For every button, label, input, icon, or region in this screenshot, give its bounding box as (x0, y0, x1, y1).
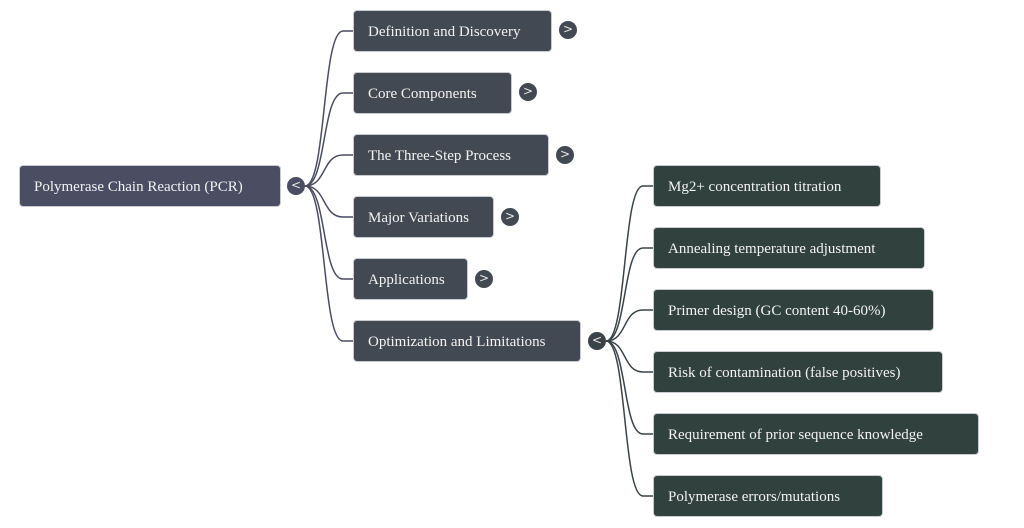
branch-node-definition[interactable]: Definition and Discovery (353, 10, 552, 52)
root-branch-connector (304, 154, 353, 187)
branch-node-three-step-process[interactable]: The Three-Step Process (353, 134, 549, 176)
leaf-node[interactable]: Primer design (GC content 40-60%) (653, 289, 934, 331)
expand-definition-toggle-icon[interactable]: > (559, 21, 577, 39)
leaf-node[interactable]: Polymerase errors/mutations (653, 475, 883, 517)
root-node[interactable]: Polymerase Chain Reaction (PCR) (19, 165, 281, 207)
branch-leaf-connector (605, 340, 653, 435)
branch-node-optimization[interactable]: Optimization and Limitations (353, 320, 581, 362)
expand-three-step-toggle-icon[interactable]: > (556, 146, 574, 164)
branch-leaf-connector (605, 340, 653, 373)
expand-core-components-toggle-icon[interactable]: > (519, 83, 537, 101)
collapse-optimization-toggle-icon[interactable]: < (588, 332, 606, 350)
branch-connectors (605, 185, 653, 497)
leaf-node[interactable]: Mg2+ concentration titration (653, 165, 881, 207)
expand-applications-toggle-icon[interactable]: > (475, 270, 493, 288)
branch-leaf-connector (605, 185, 653, 342)
branch-leaf-connector (605, 309, 653, 342)
leaf-node[interactable]: Requirement of prior sequence knowledge (653, 413, 979, 455)
root-branch-connector (304, 92, 353, 187)
branch-node-major-variations[interactable]: Major Variations (353, 196, 494, 238)
root-branch-connector (304, 185, 353, 342)
branch-node-core-components[interactable]: Core Components (353, 72, 512, 114)
branch-node-applications[interactable]: Applications (353, 258, 468, 300)
branch-leaf-connector (605, 340, 653, 497)
root-connectors (304, 30, 353, 342)
root-branch-connector (304, 185, 353, 218)
branch-leaf-connector (605, 247, 653, 342)
root-branch-connector (304, 30, 353, 187)
leaf-node[interactable]: Annealing temperature adjustment (653, 227, 925, 269)
leaf-node[interactable]: Risk of contamination (false positives) (653, 351, 943, 393)
collapse-root-toggle-icon[interactable]: < (287, 177, 305, 195)
root-branch-connector (304, 185, 353, 280)
expand-major-variations-toggle-icon[interactable]: > (501, 208, 519, 226)
